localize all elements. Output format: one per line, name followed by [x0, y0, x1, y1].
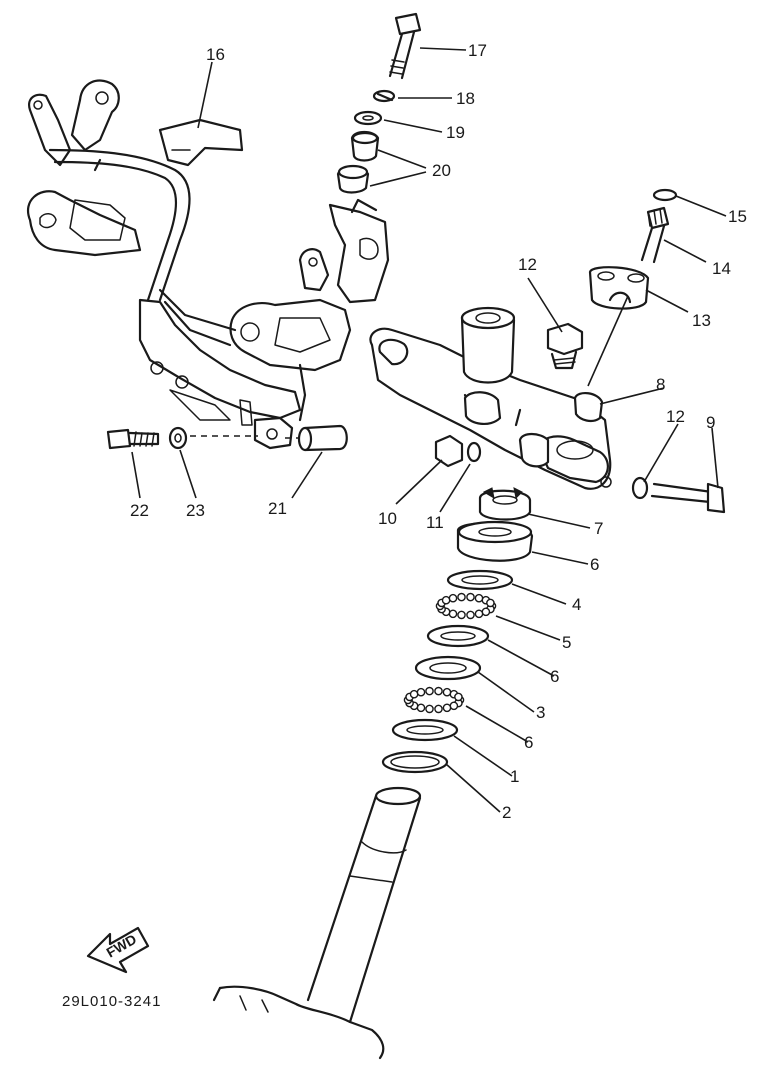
- damper-21-upper: [350, 130, 380, 162]
- leader-lines: [131, 47, 727, 813]
- bearing-ball: [457, 592, 466, 602]
- seal-2: [381, 750, 449, 774]
- callout-6-upper: 5: [562, 633, 571, 652]
- upper-clamp-14: [588, 266, 650, 310]
- washer-20: [353, 110, 383, 126]
- race-1: [391, 718, 459, 742]
- callout-17: 16: [206, 45, 225, 64]
- callout-13: 12: [518, 255, 537, 274]
- callout-20: 19: [446, 123, 465, 142]
- callout-18: 17: [468, 41, 487, 60]
- race-4: [446, 569, 514, 591]
- bearing-ball: [441, 595, 451, 605]
- callout-8: 7: [594, 519, 603, 538]
- callout-5: 6: [550, 667, 559, 686]
- callout-19: 18: [456, 89, 475, 108]
- upper-bracket-9: [369, 306, 612, 490]
- callout-21: 20: [432, 161, 451, 180]
- callout-12-right: 12: [666, 407, 685, 426]
- damper-21-lower: [336, 164, 370, 194]
- callout-3: 3: [536, 703, 545, 722]
- cap-16: [652, 188, 678, 202]
- callout-22: 21: [268, 499, 287, 518]
- bearing-ball: [448, 609, 458, 619]
- ring-nut-8: [478, 487, 532, 521]
- headlight-bracket-frame: [27, 79, 390, 450]
- ball-bearings-6-upper: [435, 592, 497, 620]
- washer-12-left: [466, 441, 482, 463]
- callout-23: 22: [130, 501, 149, 520]
- callout-4: 4: [572, 595, 581, 614]
- washer-12-right: [631, 476, 649, 500]
- bearing-ball: [416, 703, 426, 713]
- bearing-ball: [434, 686, 443, 696]
- callout-labels: 16 17 18 19 20 15 14 12 13 8 12 9 22 23 …: [130, 41, 747, 822]
- callout-2: 2: [502, 803, 511, 822]
- bearing-ball: [481, 607, 491, 617]
- bearing-ball: [442, 703, 452, 713]
- callout-12-left: 11: [426, 513, 444, 532]
- bearing-ball: [457, 610, 466, 620]
- bolt-13: [546, 322, 584, 370]
- callout-10: 9: [706, 413, 715, 432]
- bearing-ball: [425, 686, 434, 696]
- steering-stem: [212, 786, 422, 1060]
- bearing-ball: [442, 687, 452, 697]
- callout-7: 6: [590, 555, 599, 574]
- clamp-bolt-15: [640, 206, 670, 264]
- callout-11: 10: [378, 509, 397, 528]
- bearing-ball: [474, 593, 484, 603]
- bolt-23: [106, 428, 160, 450]
- callout-16: 15: [728, 207, 747, 226]
- bolt-18: [388, 12, 422, 80]
- bearing-ball: [434, 704, 443, 714]
- callout-1: 1: [510, 767, 519, 786]
- callout-14: 13: [692, 311, 711, 330]
- callout-15: 14: [712, 259, 731, 278]
- race-5: [426, 624, 490, 648]
- callout-9: 8: [656, 375, 665, 394]
- collar-22: [297, 424, 348, 452]
- bearing-ball: [466, 610, 475, 620]
- diagram-code: 29L010-3241: [62, 993, 161, 1010]
- bearing-ball: [486, 598, 495, 608]
- nut-11: [434, 434, 464, 468]
- fwd-direction-arrow: FWD: [86, 926, 150, 974]
- bearing-ball: [466, 592, 475, 602]
- race-3: [414, 655, 482, 681]
- cover-7: [456, 520, 534, 562]
- bearing-ball: [425, 704, 434, 714]
- ball-bearings-6-lower: [403, 686, 465, 714]
- callout-6-lower: 6: [524, 733, 533, 752]
- bearing-ball: [448, 593, 458, 603]
- bolt-10: [650, 482, 726, 514]
- bearing-ball: [474, 609, 484, 619]
- spring-washer-19: [372, 89, 396, 103]
- callout-24: 23: [186, 501, 205, 520]
- bearing-ball: [454, 692, 463, 702]
- washer-24: [168, 426, 188, 450]
- bearing-ball: [416, 687, 426, 697]
- bearing-ball: [449, 701, 459, 711]
- bearing-ball: [409, 689, 419, 699]
